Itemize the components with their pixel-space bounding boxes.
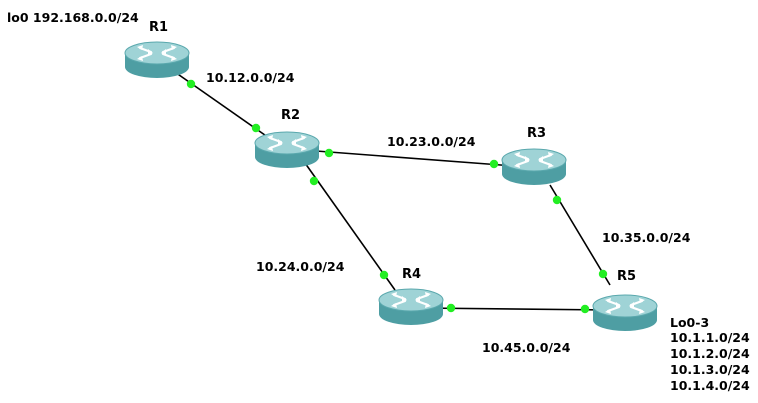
router-r5[interactable] bbox=[591, 293, 659, 333]
router-r2[interactable] bbox=[253, 130, 321, 170]
loopback-label-r1: lo0 192.168.0.0/24 bbox=[7, 10, 139, 25]
link-r2-r4 bbox=[304, 162, 396, 291]
router-r1[interactable] bbox=[123, 40, 191, 80]
router-label-r2: R2 bbox=[281, 108, 300, 123]
port-indicators bbox=[186, 79, 608, 314]
port-dot bbox=[552, 195, 562, 205]
router-label-r3: R3 bbox=[527, 126, 546, 141]
port-dot bbox=[446, 303, 456, 313]
loopback-network-r5: 10.1.1.0/24 bbox=[670, 330, 750, 345]
port-dot bbox=[379, 270, 389, 280]
port-dot bbox=[251, 123, 261, 133]
subnet-label-r2-r3: 10.23.0.0/24 bbox=[387, 134, 476, 149]
router-label-r1: R1 bbox=[149, 20, 168, 35]
loopback-title-r5: Lo0-3 bbox=[670, 315, 709, 330]
subnet-label-r2-r4: 10.24.0.0/24 bbox=[256, 259, 345, 274]
subnet-label-r4-r5: 10.45.0.0/24 bbox=[482, 340, 571, 355]
router-label-r5: R5 bbox=[617, 269, 636, 284]
port-dot bbox=[309, 176, 319, 186]
subnet-label-r3-r5: 10.35.0.0/24 bbox=[602, 230, 691, 245]
router-r4[interactable] bbox=[377, 287, 445, 327]
loopback-network-r5: 10.1.3.0/24 bbox=[670, 362, 750, 377]
links bbox=[171, 69, 611, 311]
port-dot bbox=[598, 269, 608, 279]
loopback-network-r5: 10.1.4.0/24 bbox=[670, 378, 750, 393]
router-r3[interactable] bbox=[500, 147, 568, 187]
port-dot bbox=[186, 79, 196, 89]
loopback-network-r5: 10.1.2.0/24 bbox=[670, 346, 750, 361]
router-label-r4: R4 bbox=[402, 267, 421, 282]
port-dot bbox=[580, 304, 590, 314]
subnet-label-r1-r2: 10.12.0.0/24 bbox=[206, 70, 295, 85]
link-r2-r3 bbox=[302, 149, 515, 167]
port-dot bbox=[489, 159, 499, 169]
port-dot bbox=[324, 148, 334, 158]
